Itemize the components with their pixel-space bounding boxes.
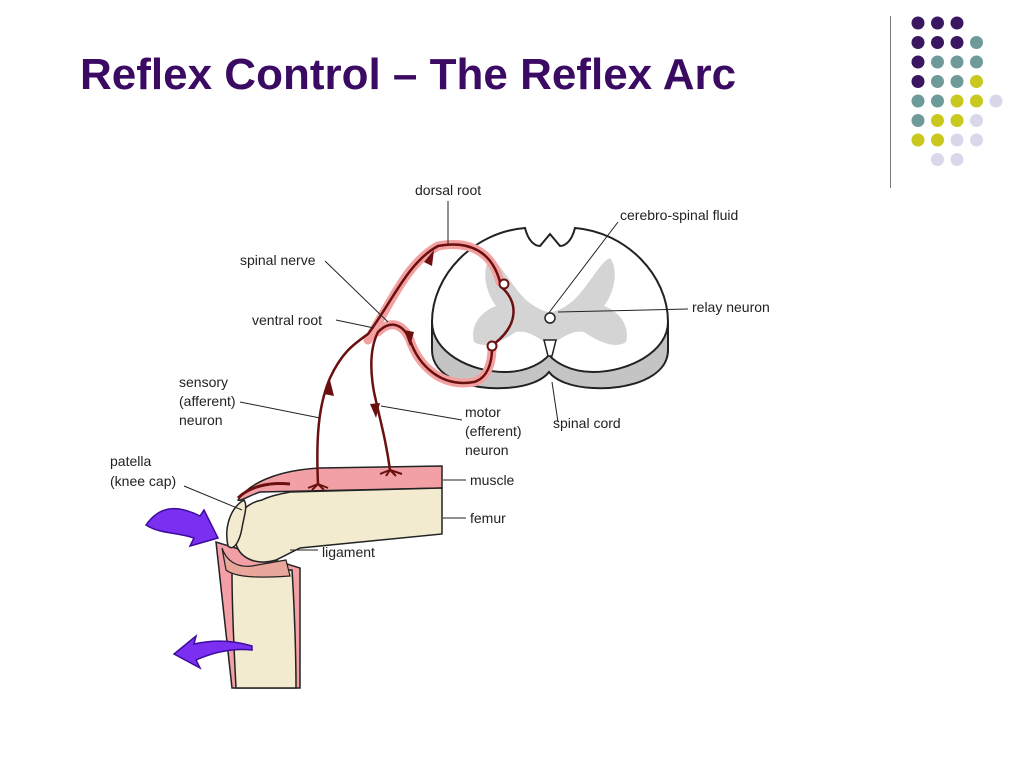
decorative-dot [911, 114, 925, 127]
decorative-dot [989, 94, 1003, 108]
decorative-dot [950, 153, 964, 166]
leader-lines [183, 201, 689, 551]
header-divider-line [890, 16, 891, 188]
decorative-dot [970, 55, 983, 69]
label-spinal-nerve: spinal nerve [240, 252, 316, 268]
relay-neuron-path [493, 285, 515, 345]
decorative-dot [911, 55, 925, 69]
decorative-dot [970, 75, 983, 88]
decorative-dot [931, 75, 944, 88]
decorative-dot [931, 153, 944, 166]
spinal-cord-section [430, 226, 670, 390]
label-patella-line2: (knee cap) [110, 473, 176, 489]
decorative-dot [970, 133, 983, 147]
label-sensory-line2: (afferent) [179, 393, 236, 409]
label-femur: femur [470, 510, 506, 526]
decorative-dot [950, 55, 964, 69]
motor-arrowhead-lower [370, 403, 380, 418]
sensory-synapse [498, 278, 510, 290]
decorative-dot [911, 94, 925, 108]
decorative-dot [970, 36, 983, 49]
decorative-dot [950, 36, 964, 49]
label-patella-line1: patella [110, 453, 151, 469]
decorative-dot [931, 36, 944, 49]
central-canal [544, 312, 556, 324]
patella-bone [226, 499, 247, 549]
motor-nerve-in-muscle [236, 482, 291, 500]
sensory-neuron-path [316, 243, 502, 485]
label-motor-line3: neuron [465, 442, 509, 458]
nerve-pathways [307, 240, 515, 491]
label-motor-line1: motor [465, 404, 501, 420]
response-arrow [172, 633, 253, 670]
motor-arrowhead-upper [404, 330, 414, 346]
stimulus-arrow [144, 507, 220, 548]
decorative-dot [950, 16, 964, 30]
ligament-shape [221, 547, 291, 578]
motor-nerve-ending [379, 469, 403, 477]
motor-synapse [486, 340, 498, 352]
label-ligament: ligament [322, 544, 375, 560]
decorative-dot [931, 133, 944, 147]
knee-joint [215, 465, 443, 689]
decorative-dot [911, 75, 925, 88]
decorative-dot [950, 133, 964, 147]
thigh-muscle [237, 465, 443, 502]
label-muscle: muscle [470, 472, 515, 488]
tibia-bone [231, 569, 297, 689]
decorative-dot [911, 36, 925, 49]
label-sensory-line3: neuron [179, 412, 223, 428]
label-cerebro-spinal-fluid: cerebro-spinal fluid [620, 207, 738, 223]
label-motor-line2: (efferent) [465, 423, 522, 439]
label-spinal-cord: spinal cord [553, 415, 621, 431]
sensory-arrowhead-upper [424, 250, 434, 266]
label-relay-neuron: relay neuron [692, 299, 770, 315]
slide-title: Reflex Control – The Reflex Arc [80, 50, 737, 99]
decorative-dot-grid [911, 16, 1003, 166]
decorative-dot [950, 75, 964, 88]
label-sensory-line1: sensory [179, 374, 228, 390]
decorative-dot [931, 94, 944, 108]
decorative-dot [950, 94, 964, 108]
decorative-dot [931, 55, 944, 69]
sensory-nerve-ending [307, 483, 329, 491]
motor-neuron-path [370, 323, 494, 471]
decorative-dot [950, 114, 964, 127]
decorative-dot [911, 16, 925, 30]
decorative-dot [931, 114, 944, 127]
label-ventral-root: ventral root [252, 312, 322, 328]
label-dorsal-root: dorsal root [415, 182, 481, 198]
decorative-dot [911, 133, 925, 147]
decorative-dot [931, 16, 944, 30]
decorative-dot [970, 114, 983, 127]
decorative-dot [970, 94, 983, 108]
ventral-fissure [543, 339, 557, 357]
sensory-arrowhead-lower [324, 380, 334, 396]
